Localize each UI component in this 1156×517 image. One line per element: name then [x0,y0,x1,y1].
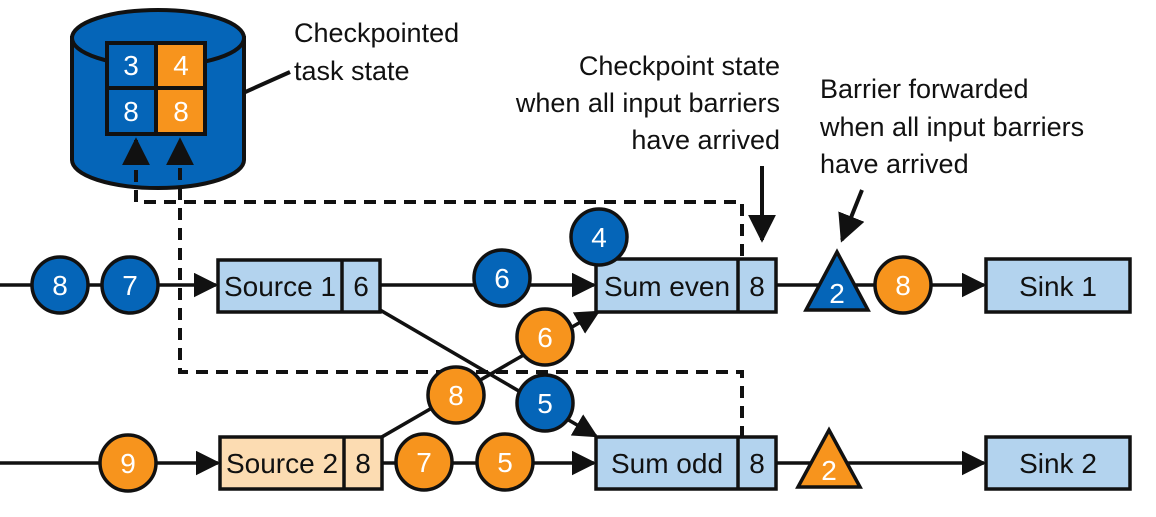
token-orange: 5 [475,432,535,492]
barrier-value: 2 [821,455,837,486]
token-blue: 5 [515,373,575,433]
annotation-line: Barrier forwarded [820,74,1029,104]
token-value: 8 [52,270,68,301]
node-sink-2: Sink 2 [984,435,1132,491]
annotation-line: Checkpoint state [579,51,780,81]
storage-cell-value: 4 [173,50,189,81]
annotation-checkpointed-task-state: Checkpointed task state [294,18,459,86]
token-blue: 8 [30,255,90,315]
storage-cell-value: 8 [123,96,139,127]
annotation-line: when all input barriers [819,112,1084,142]
node-source-1: Source 1 6 [216,258,382,314]
node-box [218,435,384,491]
node-box [984,435,1132,491]
node-box [984,257,1132,314]
annotation-line: have arrived [631,125,780,155]
token-value: 5 [497,447,513,478]
token-blue: 7 [100,255,160,315]
token-blue: 6 [472,248,532,308]
token-orange: 8 [873,255,933,315]
storage-cell [105,86,158,136]
annotation-line: task state [294,56,410,86]
node-state: 8 [749,271,765,302]
token-value: 6 [537,322,553,353]
node-state: 8 [355,448,371,479]
annotation-checkpoint-state: Checkpoint state when all input barriers… [515,51,780,155]
token-value: 7 [122,270,138,301]
node-box [594,435,778,491]
node-label: Source 2 [226,448,338,479]
barrier-blue: 2 [803,248,871,312]
token-value: 5 [537,388,553,419]
annotation-line: Checkpointed [294,18,459,48]
token-value: 8 [895,270,911,301]
token-value: 9 [120,448,136,479]
node-sum-even: Sum even 8 [594,257,778,314]
node-sink-1: Sink 1 [984,257,1132,314]
node-source-2: Source 2 8 [218,435,384,491]
token-orange: 9 [98,433,158,493]
annotation-line: have arrived [820,149,969,179]
barrier-value: 2 [829,278,845,309]
token-value: 6 [494,263,510,294]
node-label: Source 1 [224,271,336,302]
state-storage-cylinder: 3 4 8 8 [70,8,246,190]
token-orange: 8 [426,365,486,425]
token-blue: 4 [569,207,629,267]
node-box [216,258,382,314]
checkpoint-dashed-line-sum-even [122,137,744,256]
node-box [594,257,778,314]
node-state: 6 [353,271,369,302]
node-state: 8 [749,448,765,479]
token-value: 7 [416,447,432,478]
node-label: Sink 2 [1019,448,1097,479]
storage-cell-value: 8 [173,96,189,127]
node-label: Sum even [604,271,730,302]
token-value: 4 [591,222,607,253]
token-orange: 6 [515,307,575,367]
token-orange: 7 [394,432,454,492]
annotation-line: when all input barriers [515,88,780,118]
node-sum-odd: Sum odd 8 [594,435,778,491]
barrier-orange: 2 [795,426,863,489]
storage-cell [154,86,207,136]
node-label: Sink 1 [1019,271,1097,302]
node-label: Sum odd [611,448,723,479]
storage-cell-value: 3 [123,50,139,81]
annotation-barrier-forwarded: Barrier forwarded when all input barrier… [819,74,1084,179]
token-value: 8 [448,380,464,411]
annotation-arrow-barrier [838,189,865,243]
